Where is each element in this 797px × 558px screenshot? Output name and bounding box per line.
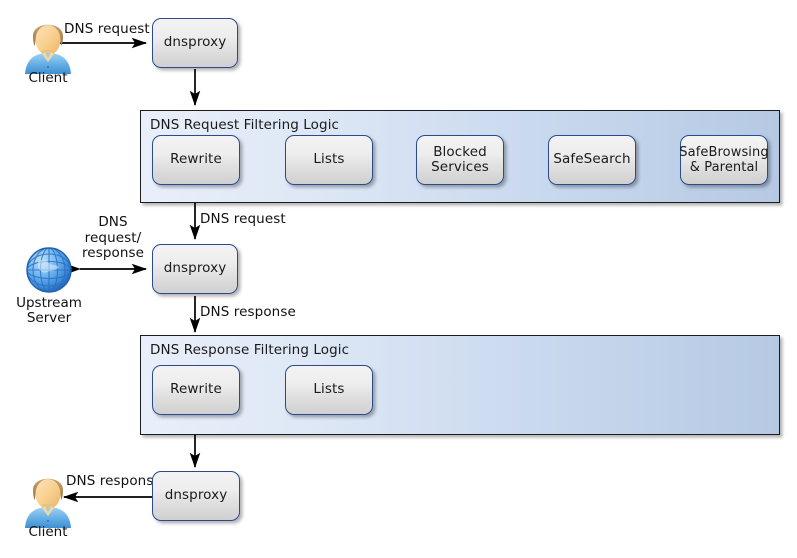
stage-safebrowsing-label-line2: & Parental [689, 160, 759, 175]
user-icon [25, 24, 71, 74]
stage-resp-rewrite-box[interactable]: Rewrite [152, 365, 240, 415]
stage-blocked-services-label-line2: Services [431, 159, 489, 175]
edge-label-upstream-line1: DNS [98, 214, 128, 230]
stage-safesearch-label: SafeSearch [553, 151, 631, 168]
stage-lists-box[interactable]: Lists [285, 135, 373, 185]
edge-label-response-to-group: DNS response [200, 304, 296, 320]
dnsproxy-bottom-label: dnsproxy [164, 487, 228, 504]
upstream-caption-line1: Upstream [16, 295, 82, 311]
stage-resp-lists-label: Lists [313, 381, 345, 398]
edge-label-upstream-line2: request/ [84, 229, 142, 246]
dnsproxy-bottom-box[interactable]: dnsproxy [152, 471, 240, 521]
user-icon [25, 478, 71, 528]
stage-resp-lists-box[interactable]: Lists [285, 365, 373, 415]
stage-blocked-services-box[interactable]: Blocked Services [416, 135, 504, 185]
dnsproxy-top-label: dnsproxy [163, 34, 227, 51]
client-bottom-actor [18, 466, 78, 546]
edge-label-proxy-to-client: DNS response [66, 473, 162, 489]
response-filtering-group: DNS Response Filtering Logic [140, 335, 780, 435]
edge-label-client-request: DNS request [64, 21, 150, 37]
stage-safesearch-box[interactable]: SafeSearch [548, 135, 636, 185]
stage-lists-label: Lists [313, 151, 345, 168]
stage-resp-rewrite-label: Rewrite [170, 381, 222, 398]
dnsproxy-top-box[interactable]: dnsproxy [152, 18, 238, 68]
request-filtering-title: DNS Request Filtering Logic [150, 117, 340, 133]
stage-rewrite-box[interactable]: Rewrite [152, 135, 240, 185]
upstream-server-caption: Upstream Server [4, 296, 94, 326]
edge-label-upstream-line3: response [81, 245, 145, 261]
stage-safebrowsing-label-line1: SafeBrowsing [679, 144, 769, 160]
response-filtering-title: DNS Response Filtering Logic [150, 342, 350, 358]
edge-label-request-to-proxy: DNS request [200, 211, 286, 227]
stage-rewrite-label: Rewrite [170, 151, 222, 168]
client-bottom-caption: Client [28, 524, 68, 540]
client-top-caption: Client [28, 70, 68, 86]
client-top-actor [18, 12, 78, 92]
upstream-caption-line2: Server [26, 310, 72, 326]
upstream-server-actor [23, 244, 75, 296]
dnsproxy-middle-label: dnsproxy [163, 260, 227, 277]
globe-icon [26, 247, 72, 293]
stage-safebrowsing-box[interactable]: SafeBrowsing & Parental [679, 135, 769, 185]
edge-label-upstream: DNS request/ response [78, 214, 148, 262]
dnsproxy-middle-box[interactable]: dnsproxy [152, 244, 238, 294]
stage-blocked-services-label-line1: Blocked [433, 143, 487, 160]
